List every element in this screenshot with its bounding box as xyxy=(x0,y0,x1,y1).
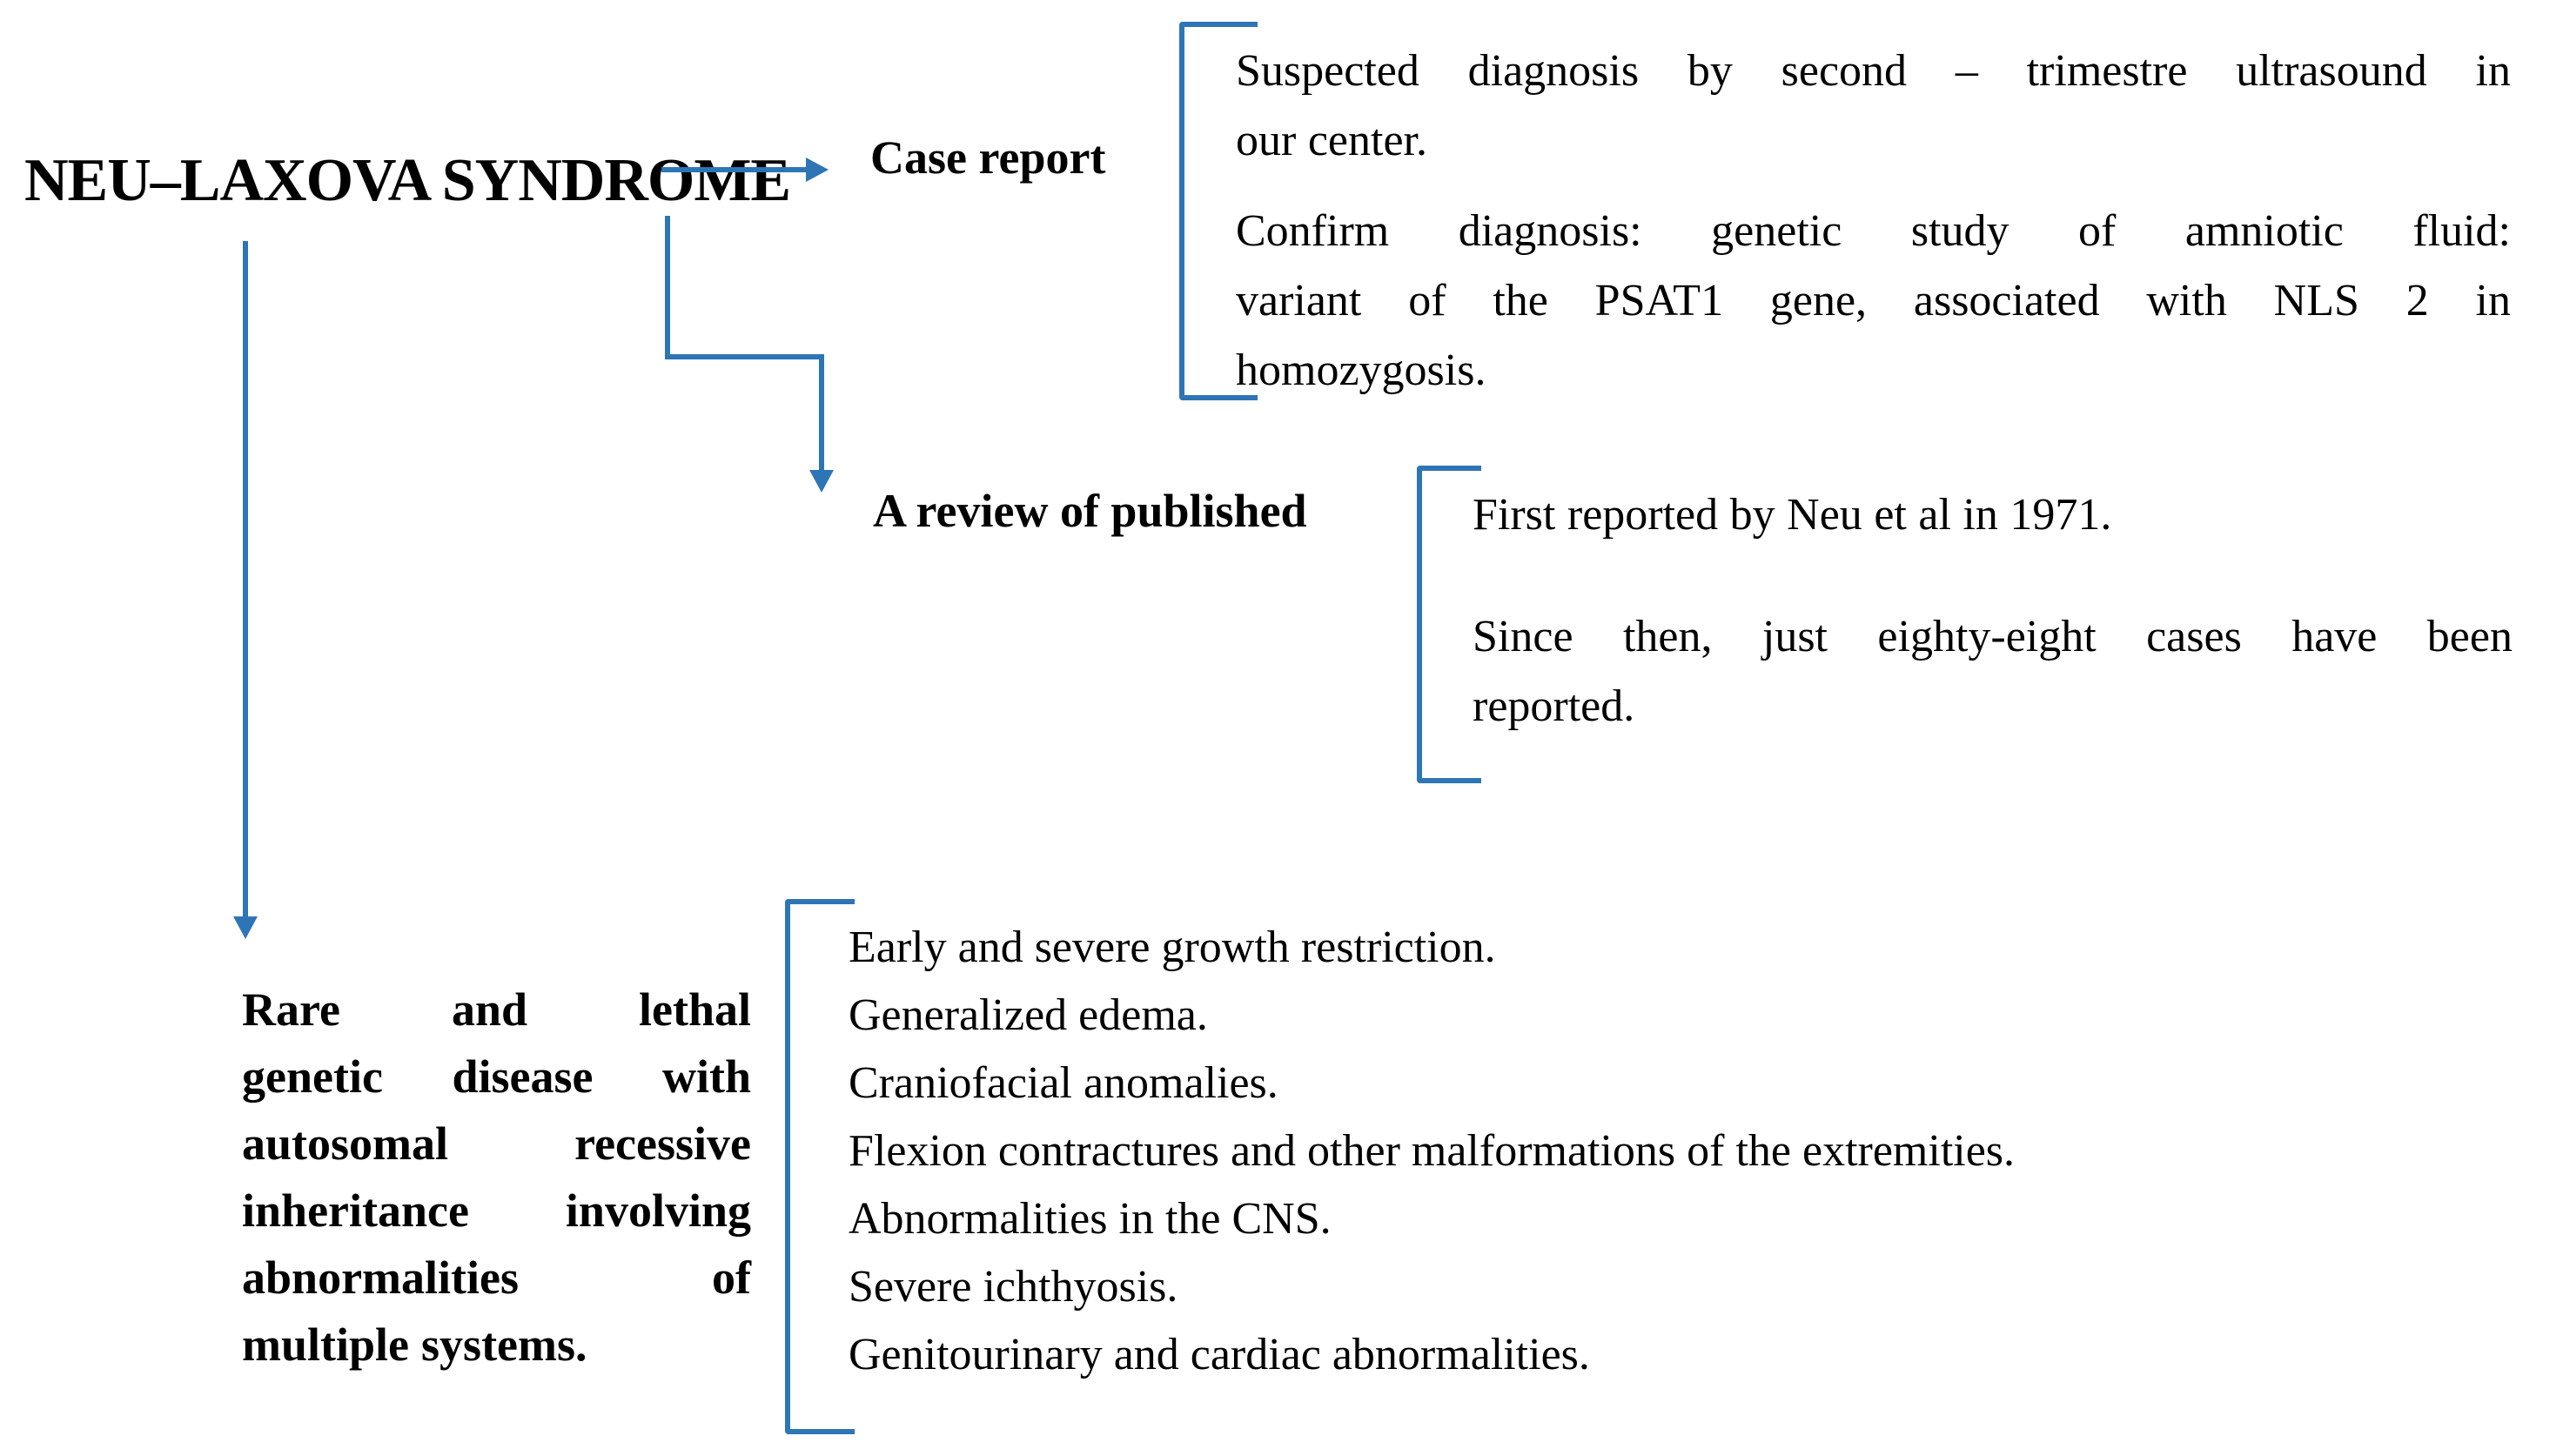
connector-elbow-vertical-2 xyxy=(819,354,824,472)
feature-item: Severe ichthyosis. xyxy=(849,1262,1178,1312)
text-line: homozygosis. xyxy=(1236,346,1486,395)
feature-item: Early and severe growth restriction. xyxy=(849,923,1496,972)
feature-item: Abnormalities in the CNS. xyxy=(849,1194,1332,1244)
text-line: reported. xyxy=(1473,681,1635,731)
connector-title-to-description xyxy=(243,241,248,918)
feature-item: Flexion contractures and other malformat… xyxy=(849,1126,2016,1176)
arrowhead-down-icon xyxy=(809,470,834,493)
arrowhead-right-icon xyxy=(806,158,829,182)
features-list: Early and severe growth restriction. Gene… xyxy=(849,914,2015,1389)
feature-item: Generalized edema. xyxy=(849,990,1208,1040)
case-report-label: Case report xyxy=(870,131,1106,184)
connector-title-to-case-report xyxy=(661,167,808,172)
review-label: A review of published xyxy=(873,485,1307,537)
case-report-bracket xyxy=(1179,22,1258,400)
diagram-title: NEU–LAXOVA SYNDROME xyxy=(24,147,791,214)
connector-elbow-horizontal xyxy=(665,354,824,359)
feature-item: Craniofacial anomalies. xyxy=(849,1058,1278,1108)
features-bracket xyxy=(785,899,855,1434)
arrowhead-down-icon xyxy=(233,916,258,939)
review-bracket xyxy=(1417,466,1481,783)
feature-item: Genitourinary and cardiac abnormalities. xyxy=(849,1330,1590,1379)
connector-elbow-vertical-1 xyxy=(665,216,670,359)
